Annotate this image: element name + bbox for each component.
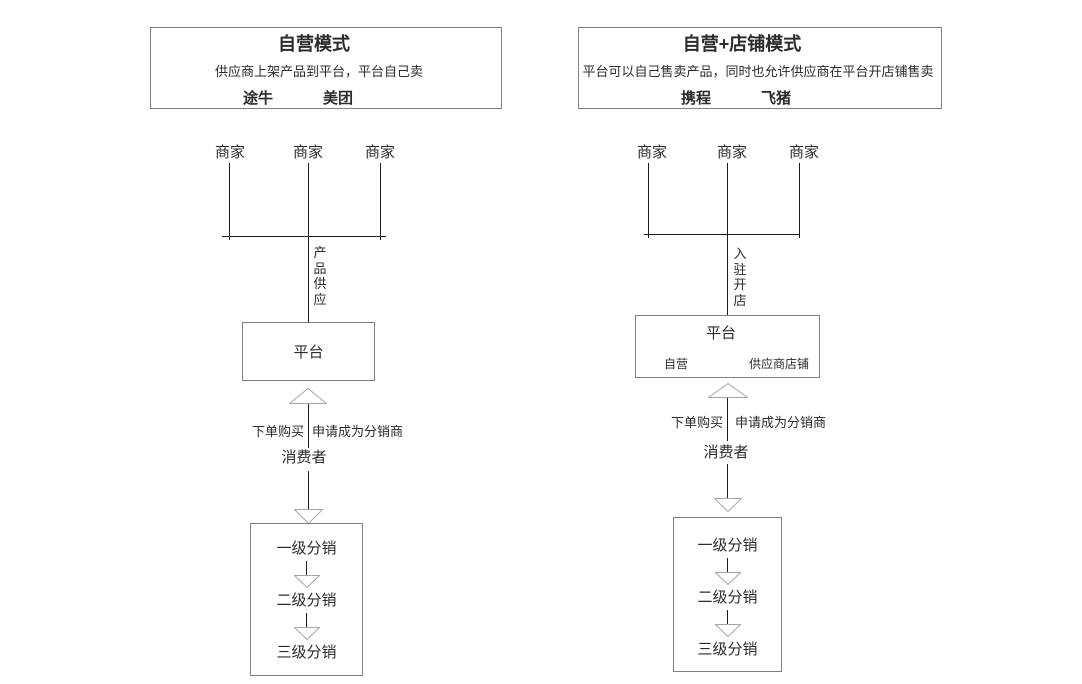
supply-channel-label: 产品供应 [313,245,327,307]
arrow-down-icon [714,624,741,637]
flow-line [308,471,309,509]
arrow-down-icon [714,572,741,585]
connector-line [727,610,728,624]
apply-distributor-label: 申请成为分销商 [735,415,827,430]
merchant-label: 商家 [292,144,324,161]
brand-example: 途牛 [242,90,274,107]
level-connector [293,561,320,588]
brand-example: 携程 [680,90,712,107]
distribution-level: 三级分销 [276,644,337,661]
arrow-down-icon [293,575,320,588]
merchant-label: 商家 [716,144,748,161]
distribution-level: 二级分销 [276,592,337,609]
distribution-box: 一级分销 二级分销 三级分销 [673,517,782,672]
flow-line [308,404,309,448]
consumer-label: 消费者 [703,444,749,461]
distribution-level: 一级分销 [697,537,758,554]
brand-example: 飞猪 [760,90,792,107]
merchant-label: 商家 [636,144,668,161]
connector-line [229,163,230,240]
diagram-title: 自营+店铺模式 [682,34,802,54]
distribution-box: 一级分销 二级分销 三级分销 [250,523,363,676]
connector-line [380,163,381,240]
connector-line [308,163,309,240]
supply-channel-label: 入驻开店 [733,246,747,308]
arrow-down-icon [294,509,323,524]
apply-distributor-label: 申请成为分销商 [312,424,404,439]
platform-supplier-shop-label: 供应商店铺 [749,357,810,371]
title-box-self-plus-shop: 自营+店铺模式 平台可以自己售卖产品，同时也允许供应商在平台开店铺售卖 携程 飞… [578,27,942,109]
level-connector [714,558,741,585]
arrow-up-icon [289,388,327,404]
platform-label: 平台 [293,344,324,361]
merchant-label: 商家 [364,144,396,161]
merchant-label: 商家 [788,144,820,161]
platform-label: 平台 [705,325,737,342]
arrow-up-icon [708,383,748,398]
connector-line [644,234,800,235]
connector-line [308,237,309,323]
flow-line [727,398,728,441]
diagram-subtitle: 平台可以自己售卖产品，同时也允许供应商在平台开店铺售卖 [582,64,934,79]
connector-line [727,558,728,572]
platform-self-label: 自营 [664,357,689,371]
consumer-label: 消费者 [281,449,327,466]
merchant-label: 商家 [214,144,246,161]
connector-line [648,163,649,238]
arrow-down-icon [293,627,320,640]
connector-line [222,236,386,237]
connector-line [306,561,307,575]
connector-line [727,163,728,238]
distribution-level: 三级分销 [697,641,758,658]
platform-box: 平台 自营 供应商店铺 [635,315,820,378]
level-connector [293,613,320,640]
connector-line [306,613,307,627]
distribution-level: 二级分销 [697,589,758,606]
order-label: 下单购买 [670,415,723,430]
brand-example: 美团 [322,90,354,107]
diagram-subtitle: 供应商上架产品到平台，平台自己卖 [214,64,424,79]
platform-box: 平台 [242,322,375,381]
level-connector [714,610,741,637]
title-box-self-operated: 自营模式 供应商上架产品到平台，平台自己卖 途牛 美团 [150,27,502,109]
connector-line [799,163,800,238]
diagram-title: 自营模式 [278,34,350,54]
arrow-down-icon [714,498,742,512]
distribution-level: 一级分销 [276,540,337,557]
order-label: 下单购买 [251,424,304,439]
flow-line [727,464,728,498]
connector-line [727,235,728,316]
